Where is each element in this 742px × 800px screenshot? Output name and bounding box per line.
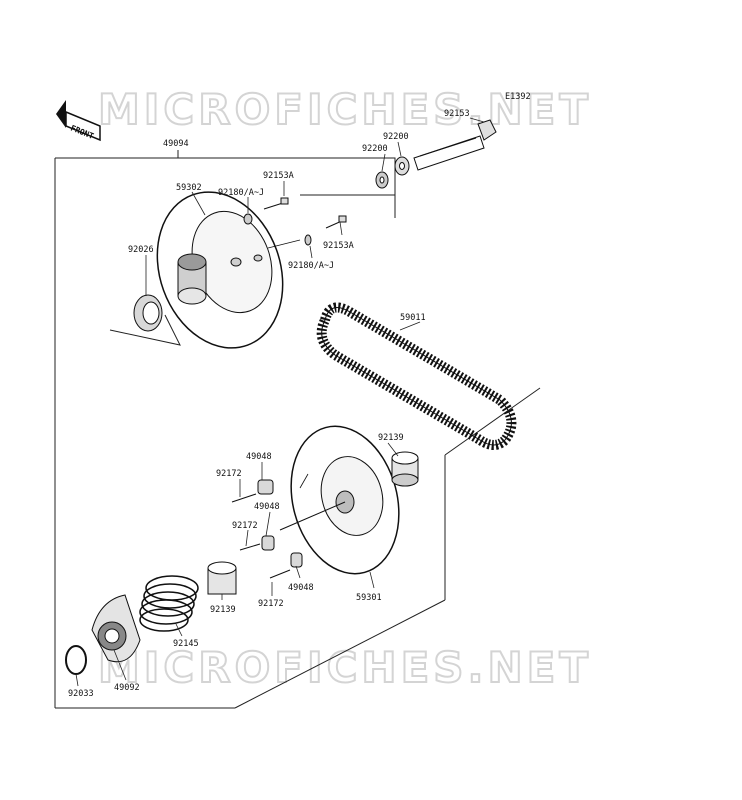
bushing-92139-top — [391, 451, 419, 487]
cam-49092 — [91, 594, 141, 663]
label-92200-b: 92200 — [383, 132, 409, 142]
label-92139-low: 92139 — [210, 605, 236, 615]
label-92139-top: 92139 — [378, 433, 404, 443]
front-arrow-icon: FRONT — [56, 100, 101, 142]
label-92180-top: 92180/A~J — [218, 188, 264, 198]
label-59301: 59301 — [356, 593, 382, 603]
screws-top — [243, 197, 347, 249]
label-92033: 92033 — [68, 689, 94, 699]
label-92172-b: 92172 — [232, 521, 258, 531]
label-92153a-mid: 92153A — [323, 241, 354, 251]
label-49048-c: 49048 — [288, 583, 314, 593]
bushing-92139-low — [207, 561, 237, 595]
label-49092: 49092 — [114, 683, 140, 693]
diagram-code: E1392 — [505, 92, 531, 102]
washer-92026 — [133, 294, 163, 332]
leader-lines — [75, 117, 485, 687]
label-92172-c: 92172 — [258, 599, 284, 609]
label-92200-a: 92200 — [362, 144, 388, 154]
part-labels: 49094 59302 92180/A~J 92153A 92026 92200… — [68, 109, 470, 699]
drive-belt-59011 — [316, 302, 517, 450]
label-92153a-top: 92153A — [263, 171, 294, 181]
label-92145: 92145 — [173, 639, 199, 649]
watermark-bottom: MICROFICHES.NET — [98, 643, 592, 692]
spring-92145 — [139, 575, 199, 632]
label-92153: 92153 — [444, 109, 470, 119]
watermark-top: MICROFICHES.NET — [98, 85, 592, 134]
label-59011: 59011 — [400, 313, 426, 323]
sliders-49048 — [231, 479, 303, 579]
bolt-92153 — [375, 119, 497, 189]
label-92172-a: 92172 — [216, 469, 242, 479]
label-49094: 49094 — [163, 139, 189, 149]
label-49048-b: 49048 — [254, 502, 280, 512]
drive-face-59302 — [156, 191, 284, 349]
label-59302: 59302 — [176, 183, 202, 193]
label-49048-a: 49048 — [246, 452, 272, 462]
label-92180-mid: 92180/A~J — [288, 261, 334, 271]
snap-ring-92033 — [65, 645, 87, 675]
label-92026: 92026 — [128, 245, 154, 255]
driven-face-59301 — [279, 425, 400, 575]
assembly-outline — [54, 150, 541, 709]
